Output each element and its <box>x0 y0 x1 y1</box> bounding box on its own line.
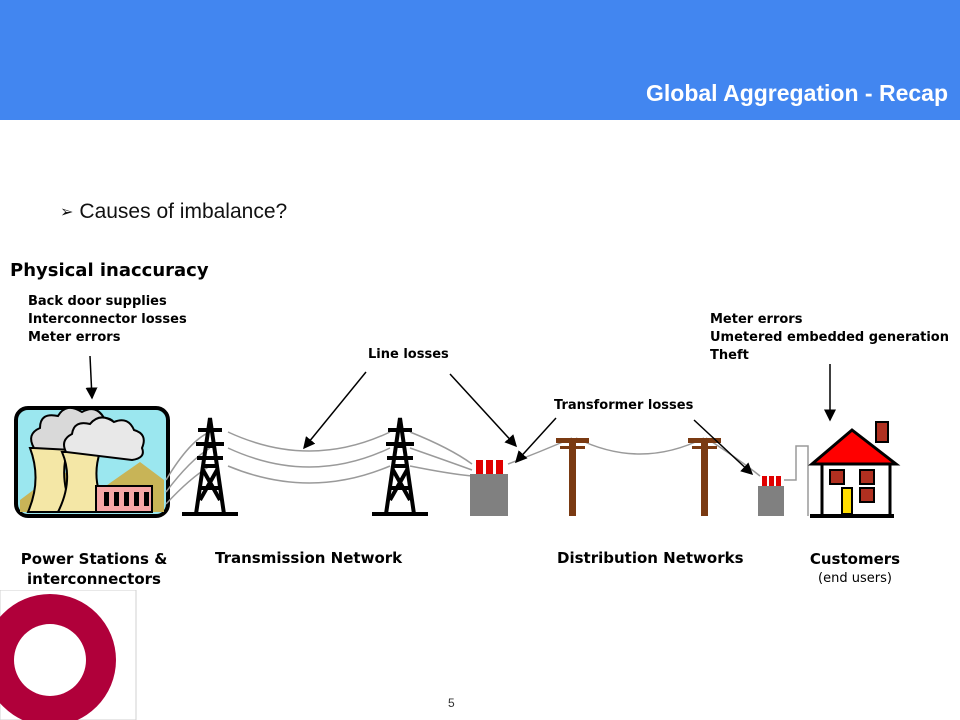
transmission-tower-icon <box>182 417 238 516</box>
transformer-losses-label: Transformer losses <box>554 398 694 413</box>
transmission-tower-icon <box>372 417 428 516</box>
distribution-pole-icon <box>688 438 721 516</box>
customer-causes: Meter errors Umetered embedded generatio… <box>710 311 949 365</box>
page-number: 5 <box>448 696 455 710</box>
power-station-causes: Back door supplies Interconnector losses… <box>28 293 187 347</box>
transmission-network-caption: Transmission Network <box>215 549 403 567</box>
line-losses-label: Line losses <box>368 347 449 362</box>
transformer-icon <box>758 445 809 516</box>
header-bar <box>0 0 960 120</box>
transformer-icon <box>470 460 508 516</box>
cause-item: Meter errors <box>710 312 803 327</box>
cause-item: Meter errors <box>28 330 121 345</box>
company-logo-icon <box>0 590 137 720</box>
cause-item: Interconnector losses <box>28 312 187 327</box>
distribution-pole-icon <box>556 438 589 516</box>
distribution-networks-caption: Distribution Networks <box>557 549 744 567</box>
customers-caption: Customers (end users) <box>809 550 901 586</box>
power-stations-caption: Power Stations & interconnectors <box>20 550 168 588</box>
power-station-icon <box>14 406 170 518</box>
bullet-text: Causes of imbalance? <box>79 200 288 223</box>
cause-item: Theft <box>710 348 749 363</box>
cause-item: Back door supplies <box>28 294 167 309</box>
transmission-wires <box>165 431 761 505</box>
bullet-item: ➢ Causes of imbalance? <box>60 200 287 224</box>
annotation-arrows <box>85 355 836 476</box>
slide-title: Global Aggregation - Recap <box>645 80 948 106</box>
cause-item: Umetered embedded generation <box>710 330 949 345</box>
physical-inaccuracy-heading: Physical inaccuracy <box>10 260 209 281</box>
bullet-arrow-icon: ➢ <box>60 204 74 221</box>
house-icon <box>807 421 901 518</box>
